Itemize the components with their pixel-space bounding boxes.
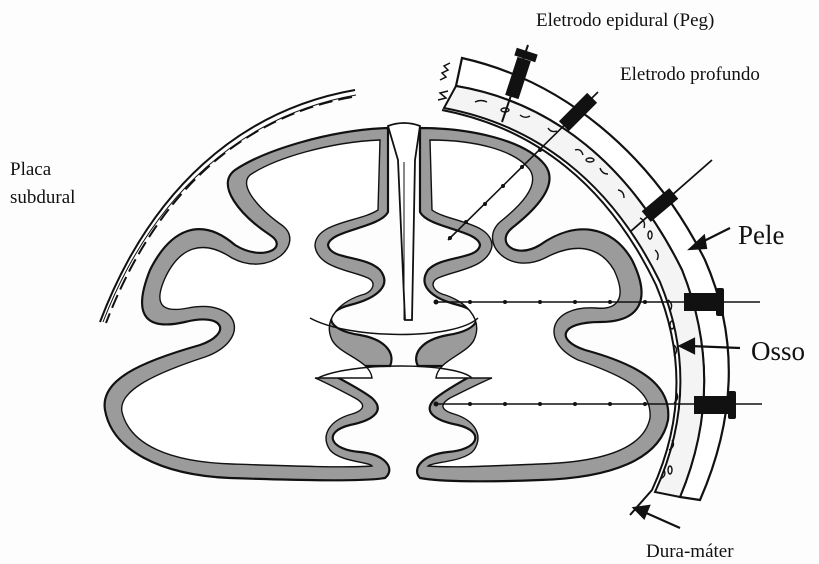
label-eletrodo-profundo: Eletrodo profundo <box>620 64 760 85</box>
label-subdural: subdural <box>10 187 75 208</box>
label-pele: Pele <box>738 220 785 250</box>
skull-cut-edge <box>438 63 450 100</box>
label-dura-mater: Dura-máter <box>646 541 734 562</box>
label-eletrodo-epidural: Eletrodo epidural (Peg) <box>536 10 714 31</box>
label-osso: Osso <box>751 336 805 366</box>
label-placa: Placa <box>10 159 52 180</box>
